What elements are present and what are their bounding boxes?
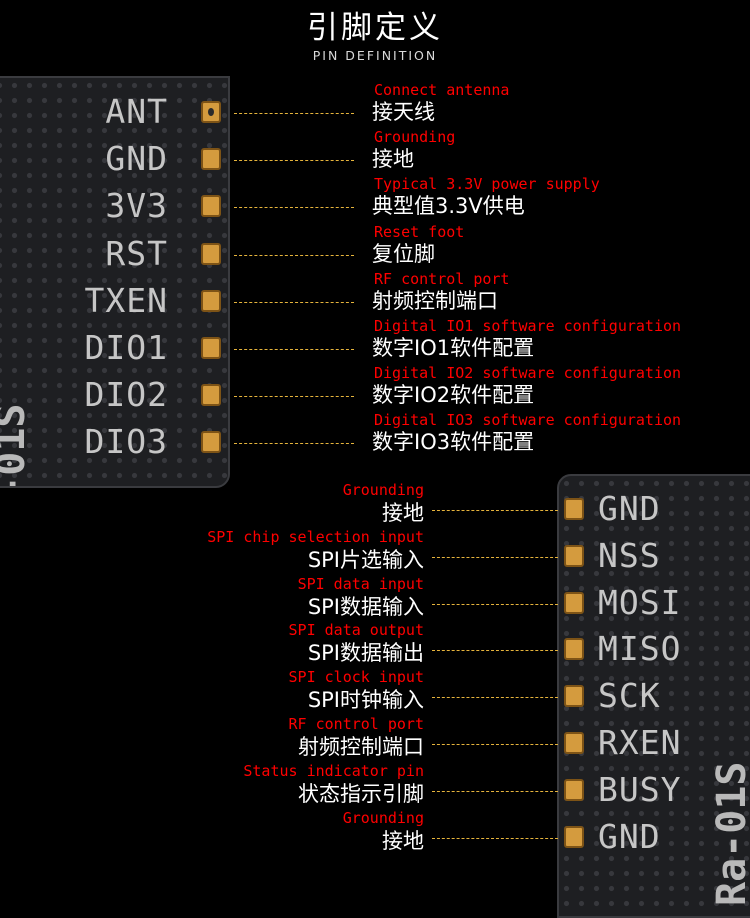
top-pad-ant-0 [201, 101, 221, 123]
top-pad-txen-4 [201, 289, 221, 312]
top-pad-dio1-5 [201, 337, 221, 359]
top-pin-en-ant-0: Connect antenna [374, 81, 510, 99]
top-pin-zh-rst-3: 复位脚 [372, 241, 435, 266]
bottom-silk-nss-1: NSS [598, 535, 661, 575]
bottom-pin-zh-miso-3: SPI数据输出 [307, 641, 424, 666]
top-pad-dio2-6 [201, 384, 221, 407]
page-subtitle: PIN DEFINITION [312, 48, 438, 63]
top-silk-dio3-7: DIO3 [84, 422, 168, 462]
top-pin-zh-ant-0: 接天线 [372, 100, 435, 124]
top-leader-dio1-5 [234, 349, 354, 350]
bottom-module-board: Ra-01S [557, 474, 750, 918]
bottom-pad-busy-6 [564, 778, 584, 801]
top-silk-txen-4: TXEN [84, 280, 168, 320]
top-pin-zh-dio1-5: 数字IO1软件配置 [372, 336, 535, 360]
bottom-pad-miso-3 [564, 638, 584, 661]
bottom-silk-busy-6: BUSY [598, 769, 682, 809]
top-silk-rst-3: RST [105, 233, 168, 273]
top-pin-en-dio1-5: Digital IO1 software configuration [374, 317, 682, 335]
top-silk-dio1-5: DIO1 [84, 328, 168, 367]
bottom-silk-mosi-2: MOSI [598, 582, 682, 622]
bottom-pin-zh-rxen-5: 射频控制端口 [298, 735, 424, 759]
bottom-module-marking: Ra-01S [709, 761, 750, 907]
bottom-leader-nss-1 [432, 556, 558, 558]
bottom-pin-en-nss-1: SPI chip selection input [207, 527, 424, 546]
top-silk-ant-0: ANT [105, 92, 168, 131]
top-pad-dio3-7 [201, 431, 221, 454]
page-title: 引脚定义 [307, 10, 443, 46]
bottom-pin-zh-busy-6: 状态指示引脚 [298, 781, 424, 806]
bottom-pin-zh-mosi-2: SPI数据输入 [307, 594, 424, 619]
bottom-pin-en-gnd-7: Grounding [342, 808, 424, 827]
top-silk-3v3-2: 3V3 [105, 186, 168, 226]
top-leader-ant-0 [234, 113, 354, 114]
top-leader-3v3-2 [234, 207, 354, 209]
bottom-leader-gnd-0 [432, 510, 558, 511]
top-pin-zh-dio2-6: 数字IO2软件配置 [372, 383, 535, 408]
bottom-leader-busy-6 [432, 790, 558, 792]
bottom-silk-rxen-5: RXEN [598, 723, 682, 762]
bottom-leader-rxen-5 [432, 744, 558, 745]
top-pin-en-txen-4: RF control port [374, 269, 510, 288]
bottom-leader-mosi-2 [432, 603, 558, 605]
top-pad-3v3-2 [201, 195, 221, 218]
top-leader-txen-4 [234, 301, 354, 303]
bottom-leader-miso-3 [432, 650, 558, 652]
top-silk-dio2-6: DIO2 [84, 375, 168, 415]
top-pin-en-gnd-1: Grounding [374, 128, 456, 147]
top-module-marking: Ra-01S [0, 403, 34, 487]
top-pin-zh-dio3-7: 数字IO3软件配置 [372, 430, 535, 455]
bottom-pin-en-mosi-2: SPI data input [297, 574, 424, 593]
top-pin-en-3v3-2: Typical 3.3V power supply [374, 175, 600, 194]
top-module-board: Ra-01S 3014 [0, 76, 230, 488]
top-leader-dio2-6 [234, 396, 354, 398]
bottom-pin-zh-gnd-0: 接地 [382, 501, 424, 525]
bottom-pin-zh-sck-4: SPI时钟输入 [307, 688, 424, 713]
bottom-pin-zh-gnd-7: 接地 [382, 828, 424, 853]
top-module-code: 3014 [32, 485, 57, 486]
bottom-pin-zh-nss-1: SPI片选输入 [307, 547, 424, 572]
bottom-pad-nss-1 [564, 544, 584, 567]
top-pin-en-dio3-7: Digital IO3 software configuration [374, 411, 682, 430]
bottom-silk-gnd-0: GND [598, 489, 661, 528]
top-silk-gnd-1: GND [105, 139, 168, 179]
bottom-leader-gnd-7 [432, 837, 558, 839]
top-pin-zh-gnd-1: 接地 [372, 147, 414, 172]
top-leader-dio3-7 [234, 443, 354, 445]
bottom-pad-gnd-7 [564, 825, 584, 848]
bottom-pad-rxen-5 [564, 732, 584, 754]
top-pad-rst-3 [201, 242, 221, 265]
top-pin-en-dio2-6: Digital IO2 software configuration [374, 364, 682, 383]
bottom-pin-en-sck-4: SPI clock input [288, 668, 424, 687]
top-pin-zh-txen-4: 射频控制端口 [372, 288, 498, 313]
bottom-silk-gnd-7: GND [598, 816, 661, 856]
top-pin-en-rst-3: Reset foot [374, 222, 465, 241]
bottom-pin-en-gnd-0: Grounding [342, 481, 424, 499]
bottom-leader-sck-4 [432, 697, 558, 699]
bottom-silk-miso-3: MISO [598, 629, 682, 669]
bottom-pin-en-rxen-5: RF control port [288, 715, 424, 733]
bottom-pad-sck-4 [564, 685, 584, 708]
bottom-silk-sck-4: SCK [598, 676, 661, 716]
top-leader-gnd-1 [234, 160, 354, 162]
bottom-pad-gnd-0 [564, 498, 584, 520]
bottom-pin-en-miso-3: SPI data output [288, 621, 424, 640]
bottom-pin-en-busy-6: Status indicator pin [243, 761, 424, 780]
top-leader-rst-3 [234, 254, 354, 256]
top-pad-gnd-1 [201, 148, 221, 171]
bottom-pad-mosi-2 [564, 591, 584, 614]
top-pin-zh-3v3-2: 典型值3.3V供电 [372, 194, 525, 219]
